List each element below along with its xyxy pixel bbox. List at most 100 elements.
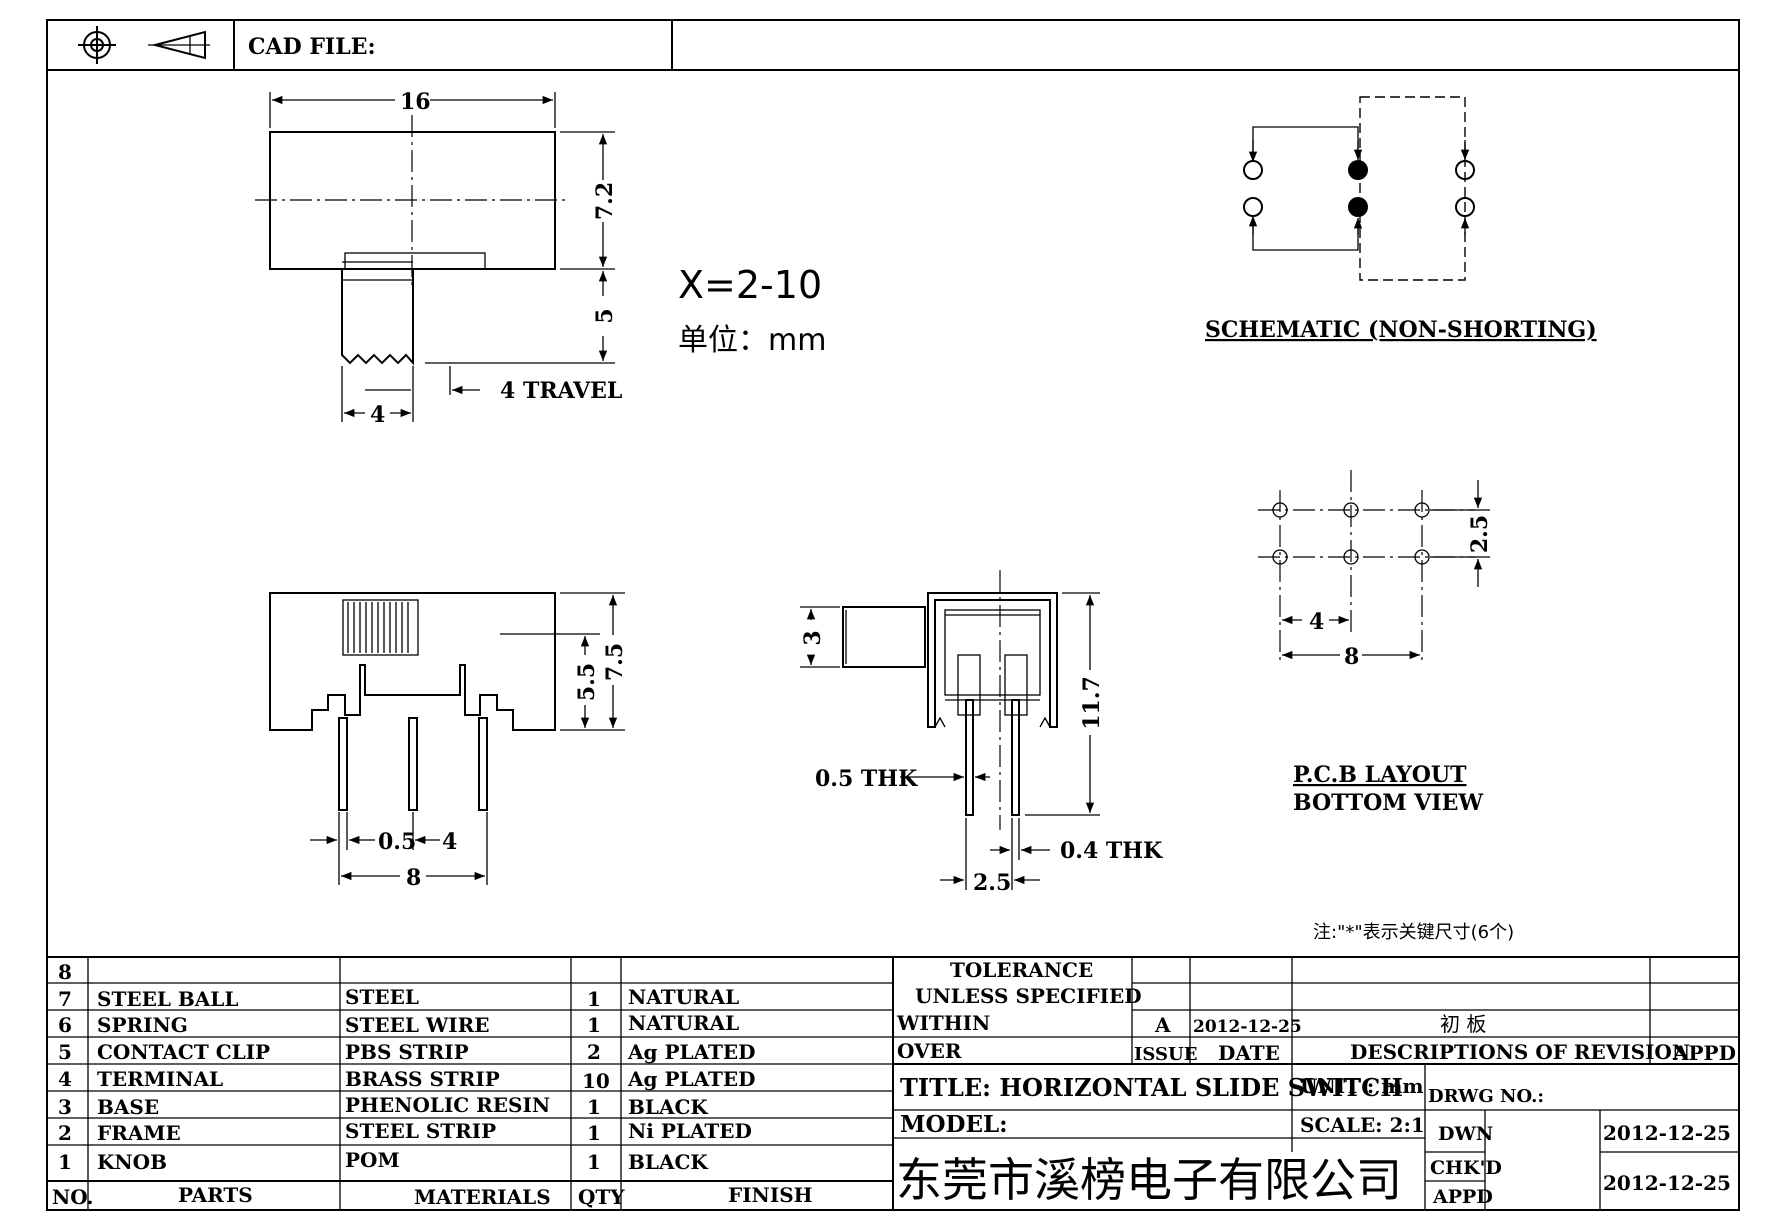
within-label: WITHIN bbox=[896, 1011, 990, 1035]
dim-knob-width-4: 4 bbox=[370, 402, 385, 428]
front-view: 5.5 7.5 0.5 4 8 bbox=[269, 592, 628, 891]
svg-text:BLACK: BLACK bbox=[628, 1095, 708, 1119]
dim-width-16: 16 bbox=[400, 89, 431, 115]
table-row: 3 BASE PHENOLIC RESIN 1 BLACK bbox=[58, 1093, 708, 1119]
pcb-title-line2: BOTTOM VIEW bbox=[1293, 790, 1483, 816]
unit-field: UNIT : mm bbox=[1300, 1074, 1424, 1098]
drawing-number-label: DRWG NO.: bbox=[1428, 1086, 1544, 1107]
svg-text:8: 8 bbox=[58, 960, 72, 984]
appd-label: APPD bbox=[1672, 1041, 1736, 1065]
svg-text:FINISH: FINISH bbox=[728, 1183, 813, 1207]
svg-text:1: 1 bbox=[587, 1013, 601, 1037]
svg-text:NATURAL: NATURAL bbox=[628, 985, 739, 1009]
svg-text:QTY: QTY bbox=[578, 1185, 625, 1209]
svg-text:5: 5 bbox=[58, 1040, 72, 1064]
svg-text:2: 2 bbox=[587, 1040, 601, 1064]
dim-knob-5: 5 bbox=[592, 308, 618, 323]
dim-side-pitch-2-5: 2.5 bbox=[973, 870, 1011, 896]
dim-pin-span-8: 8 bbox=[406, 865, 421, 891]
header-box: CAD FILE: bbox=[46, 19, 1739, 71]
schematic-title: SCHEMATIC (NON-SHORTING) bbox=[1205, 317, 1597, 343]
pcb-span-x: 8 bbox=[1344, 644, 1359, 670]
svg-text:Ag PLATED: Ag PLATED bbox=[627, 1067, 755, 1091]
side-view: 3 11.7 0.5 THK 0.4 THK 2.5 bbox=[800, 570, 1163, 896]
appd2-label: APPD bbox=[1432, 1186, 1493, 1208]
svg-text:SPRING: SPRING bbox=[97, 1013, 188, 1037]
svg-text:TERMINAL: TERMINAL bbox=[97, 1067, 223, 1091]
dim-height-7-2: 7.2 bbox=[592, 182, 618, 220]
svg-text:NO.: NO. bbox=[52, 1185, 94, 1209]
bom-table: 8 7 STEEL BALL STEEL 1 NATURAL 6 SPRING … bbox=[52, 960, 813, 1209]
svg-text:POM: POM bbox=[345, 1148, 400, 1172]
svg-text:4: 4 bbox=[58, 1067, 72, 1091]
svg-text:PARTS: PARTS bbox=[178, 1183, 253, 1207]
table-header-row: NO. PARTS MATERIALS QTY FINISH bbox=[52, 1183, 813, 1209]
issue-label: ISSUE bbox=[1134, 1044, 1197, 1065]
dim-side-height-11-7: 11.7 bbox=[1079, 676, 1105, 730]
svg-text:CONTACT CLIP: CONTACT CLIP bbox=[97, 1040, 270, 1064]
x-range: X=2-10 bbox=[678, 263, 822, 307]
svg-text:PBS STRIP: PBS STRIP bbox=[345, 1040, 469, 1064]
table-row: 6 SPRING STEEL WIRE 1 NATURAL bbox=[58, 1011, 739, 1037]
unit-label: 单位：mm bbox=[678, 323, 826, 358]
svg-text:BLACK: BLACK bbox=[628, 1150, 708, 1174]
revision-desc-label: DESCRIPTIONS OF REVISION bbox=[1350, 1040, 1690, 1064]
chk-date: 2012-12-25 bbox=[1603, 1171, 1731, 1195]
dim-side-knob-3: 3 bbox=[800, 630, 826, 645]
svg-text:STEEL WIRE: STEEL WIRE bbox=[345, 1013, 490, 1037]
svg-text:BASE: BASE bbox=[97, 1095, 159, 1119]
svg-text:10: 10 bbox=[582, 1069, 610, 1093]
revision-date: 2012-12-25 bbox=[1193, 1017, 1302, 1037]
pcb-title-line1: P.C.B LAYOUT bbox=[1293, 762, 1467, 788]
svg-text:FRAME: FRAME bbox=[97, 1121, 181, 1145]
table-row: 4 TERMINAL BRASS STRIP 10 Ag PLATED bbox=[58, 1067, 755, 1093]
title-block bbox=[47, 956, 1739, 1210]
table-row: 8 bbox=[58, 960, 72, 984]
dim-pin-pitch-4: 4 bbox=[442, 829, 457, 855]
svg-text:2: 2 bbox=[58, 1121, 72, 1145]
cad-file-label: CAD FILE: bbox=[248, 34, 376, 60]
tolerance-label: TOLERANCE bbox=[950, 958, 1093, 982]
company-name: 东莞市溪榜电子有限公司 bbox=[896, 1153, 1402, 1207]
svg-text:PHENOLIC RESIN: PHENOLIC RESIN bbox=[345, 1093, 550, 1117]
model-label: MODEL: bbox=[900, 1111, 1008, 1138]
dim-thk-right: 0.4 THK bbox=[1060, 838, 1163, 864]
pcb-pitch-x: 4 bbox=[1309, 609, 1324, 635]
key-dimension-note: 注:"*"表示关键尺寸(6个) bbox=[1313, 922, 1514, 943]
svg-text:KNOB: KNOB bbox=[97, 1150, 167, 1174]
schematic: SCHEMATIC (NON-SHORTING) bbox=[1205, 96, 1597, 343]
table-row: 2 FRAME STEEL STRIP 1 Ni PLATED bbox=[58, 1119, 752, 1145]
svg-text:3: 3 bbox=[58, 1095, 72, 1119]
svg-text:1: 1 bbox=[587, 1150, 601, 1174]
dim-travel: 4 TRAVEL bbox=[500, 378, 622, 404]
chkd-label: CHK'D bbox=[1430, 1157, 1502, 1179]
svg-text:1: 1 bbox=[587, 1121, 601, 1145]
table-row: 7 STEEL BALL STEEL 1 NATURAL bbox=[58, 985, 739, 1011]
top-view: 16 7.2 5 4 TRAVEL 4 bbox=[255, 89, 622, 428]
svg-text:STEEL BALL: STEEL BALL bbox=[97, 987, 238, 1011]
scale-field: SCALE: 2:1 bbox=[1300, 1113, 1425, 1137]
table-row: 5 CONTACT CLIP PBS STRIP 2 Ag PLATED bbox=[58, 1040, 755, 1064]
pcb-pitch-y: 2.5 bbox=[1467, 515, 1493, 553]
svg-text:STEEL: STEEL bbox=[345, 985, 419, 1009]
table-row: 1 KNOB POM 1 BLACK bbox=[58, 1148, 708, 1174]
svg-text:1: 1 bbox=[587, 1095, 601, 1119]
svg-text:NATURAL: NATURAL bbox=[628, 1011, 739, 1035]
svg-text:1: 1 bbox=[587, 987, 601, 1011]
svg-text:1: 1 bbox=[58, 1150, 72, 1174]
svg-text:Ag PLATED: Ag PLATED bbox=[627, 1040, 755, 1064]
issue-value: A bbox=[1154, 1013, 1171, 1037]
revision-desc: 初 板 bbox=[1440, 1012, 1486, 1036]
date-label: DATE bbox=[1218, 1041, 1280, 1065]
svg-text:7: 7 bbox=[58, 987, 72, 1011]
unless-specified: UNLESS SPECIFIED bbox=[915, 984, 1142, 1008]
svg-text:BRASS STRIP: BRASS STRIP bbox=[345, 1067, 500, 1091]
over-label: OVER bbox=[897, 1039, 962, 1063]
title-block-text: TOLERANCE UNLESS SPECIFIED WITHIN OVER A… bbox=[896, 958, 1736, 1208]
dim-pin-thk-0-5: 0.5 bbox=[378, 829, 416, 855]
dwn-date: 2012-12-25 bbox=[1603, 1121, 1731, 1145]
projection-crosshair-icon bbox=[78, 26, 116, 64]
dwn-label: DWN bbox=[1438, 1123, 1493, 1145]
pcb-layout: 2.5 4 8 P.C.B LAYOUT BOTTOM VIEW bbox=[1258, 470, 1493, 816]
